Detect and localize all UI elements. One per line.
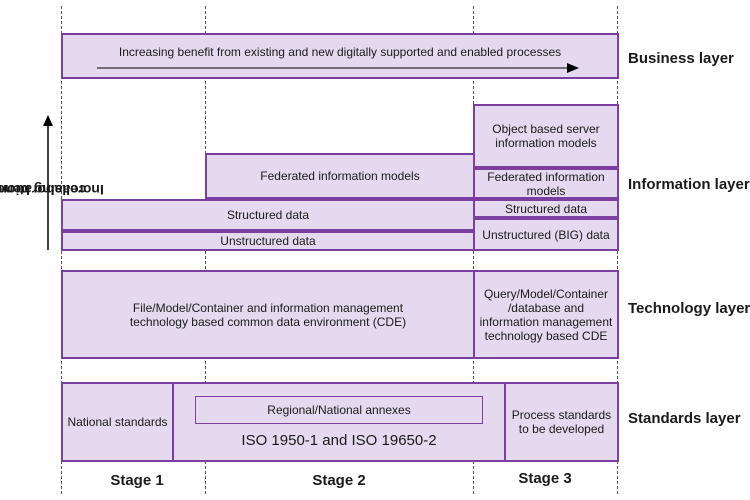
federated-models-stage3-text: Federated information models <box>487 169 605 198</box>
national-standards-box: National standards <box>61 382 174 462</box>
business-layer-label: Business layer <box>628 50 734 67</box>
federated-models-box: Federated information models <box>205 153 475 199</box>
technology-layer-label: Technology layer <box>628 300 750 317</box>
axis-arrow-icon <box>43 115 53 250</box>
structured-data-stage3-text: Structured data <box>504 201 588 216</box>
national-standards-text: National standards <box>67 415 168 429</box>
query-cde-text: Query/Model/Container /database and info… <box>479 286 613 343</box>
axis-title-line-2: collaboration <box>0 182 86 198</box>
unstructured-big-data-text: Unstructured (BIG) data <box>482 227 610 242</box>
stage-2-label: Stage 2 <box>312 472 366 489</box>
stage-1-label: Stage 1 <box>110 472 164 489</box>
structured-data-box: Structured data <box>61 199 475 231</box>
regional-annexes-text: Regional/National annexes <box>267 403 411 417</box>
unstructured-data-text: Unstructured data <box>220 234 316 248</box>
regional-annexes-box: Regional/National annexes <box>195 396 483 424</box>
business-process-box: Increasing benefit from existing and new… <box>61 33 619 79</box>
process-standards-text: Process standards to be developed <box>511 408 612 436</box>
object-based-models-text: Object based server information models <box>492 122 600 150</box>
standards-layer-label: Standards layer <box>628 410 741 427</box>
y-axis-title: Increasing benefit from collaboration <box>0 100 103 280</box>
process-arrow-icon <box>97 63 579 73</box>
object-based-models-box: Object based server information models <box>473 104 619 168</box>
federated-models-text: Federated information models <box>260 169 420 183</box>
cde-box: File/Model/Container and information man… <box>61 270 475 359</box>
structured-data-stage3-box: Structured data <box>473 199 619 218</box>
stage-3-label: Stage 3 <box>518 470 572 487</box>
unstructured-big-data-box: Unstructured (BIG) data <box>473 218 619 251</box>
query-cde-box: Query/Model/Container /database and info… <box>473 270 619 359</box>
iso-standards-text: ISO 1950-1 and ISO 19650-2 <box>241 432 437 449</box>
process-standards-box: Process standards to be developed <box>504 382 619 462</box>
information-layer-label: Information layer <box>628 176 750 193</box>
unstructured-data-box: Unstructured data <box>61 231 475 251</box>
cde-text: File/Model/Container and information man… <box>129 300 407 329</box>
federated-models-stage3-box: Federated information models <box>473 168 619 199</box>
business-process-text: Increasing benefit from existing and new… <box>118 45 562 59</box>
structured-data-text: Structured data <box>226 208 310 222</box>
